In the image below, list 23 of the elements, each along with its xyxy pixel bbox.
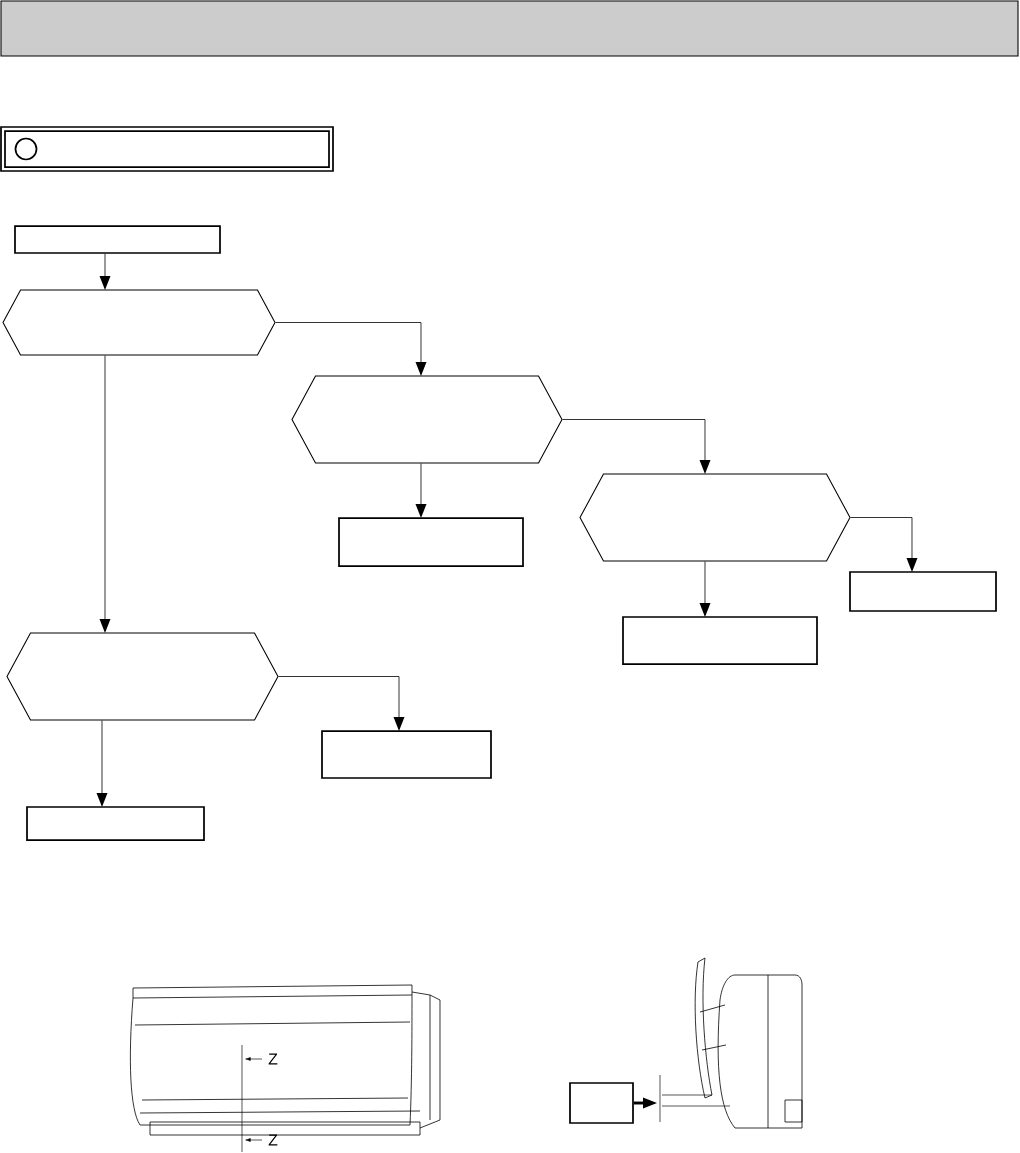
- decision-hexagon: [6, 632, 279, 721]
- arrow: [96, 720, 108, 807]
- arrow: [99, 355, 111, 633]
- arrow: [99, 253, 111, 290]
- process-box: [849, 571, 997, 612]
- section-label: Z: [268, 1053, 278, 1065]
- arrow: [415, 463, 427, 518]
- section-label: Z: [268, 1134, 278, 1146]
- arrow: [278, 676, 405, 731]
- decision-hexagon: [291, 375, 563, 464]
- arrow: [699, 561, 711, 617]
- arrow: [633, 1097, 657, 1109]
- process-box: [338, 517, 524, 567]
- label-box: [569, 1082, 634, 1124]
- process-box: [321, 730, 492, 779]
- process-box: [622, 616, 818, 665]
- process-box: [14, 225, 221, 254]
- decision-hexagon: [2, 289, 276, 356]
- arrow: [562, 419, 711, 474]
- arrow: [275, 322, 427, 376]
- arrow: [850, 517, 918, 572]
- decision-hexagon: [579, 473, 851, 562]
- process-box: [26, 806, 205, 841]
